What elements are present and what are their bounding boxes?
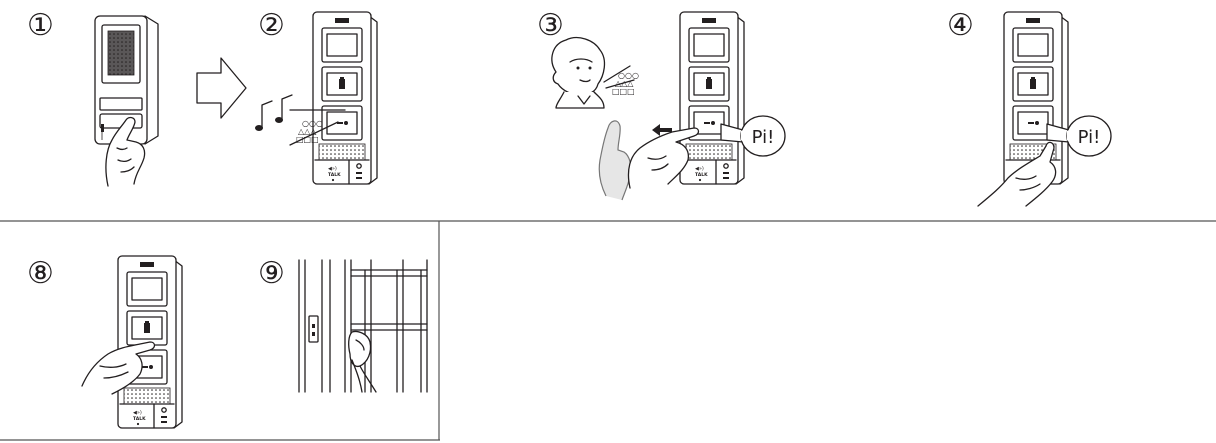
step-number-1: ① (27, 8, 54, 43)
svg-text:□□□: □□□ (296, 135, 319, 144)
step-2-panel: ② ○○○ △△△ □□□ (255, 8, 378, 185)
step-4-panel: ④ Pi! (947, 8, 1112, 207)
sound-wave-icon: ○○○ △△△ □□□ (289, 109, 346, 146)
pi-label: Pi! (1078, 127, 1101, 148)
step-number-4: ④ (947, 8, 974, 43)
door-handle-hand (348, 330, 377, 393)
svg-text:□□□: □□□ (612, 87, 635, 96)
step-1-panel: ① (27, 8, 247, 187)
step-number-2: ② (258, 8, 285, 43)
music-notes-icon (255, 94, 293, 131)
svg-text:△△△: △△△ (615, 79, 634, 88)
pressing-hand (977, 141, 1057, 207)
step-8-panel: ⑧ (27, 255, 183, 429)
raised-hand-gesture (598, 120, 632, 201)
step-number-8: ⑧ (27, 256, 54, 291)
monitor-device (312, 11, 378, 185)
left-arrow-icon (652, 124, 672, 136)
step-3-panel: ③ ○○○ △△△ □□□ Pi! (537, 8, 786, 201)
svg-text:○○○: ○○○ (618, 71, 639, 80)
door-frame (298, 259, 428, 393)
pi-label: Pi! (752, 127, 775, 148)
step-number-9: ⑨ (258, 256, 285, 291)
speech-wave-icon: ○○○ △△△ □□□ (603, 65, 639, 96)
right-outline-arrow-icon (196, 57, 247, 119)
monitor-device (679, 11, 745, 185)
visitor-person (551, 36, 606, 109)
pressing-hand (105, 116, 146, 187)
pressing-hand (627, 127, 700, 189)
svg-text:○○○: ○○○ (302, 119, 323, 128)
pressing-hand (81, 341, 156, 395)
step-9-panel: ⑨ (258, 256, 428, 393)
svg-text:△△△: △△△ (298, 127, 317, 136)
step-number-3: ③ (537, 8, 564, 43)
